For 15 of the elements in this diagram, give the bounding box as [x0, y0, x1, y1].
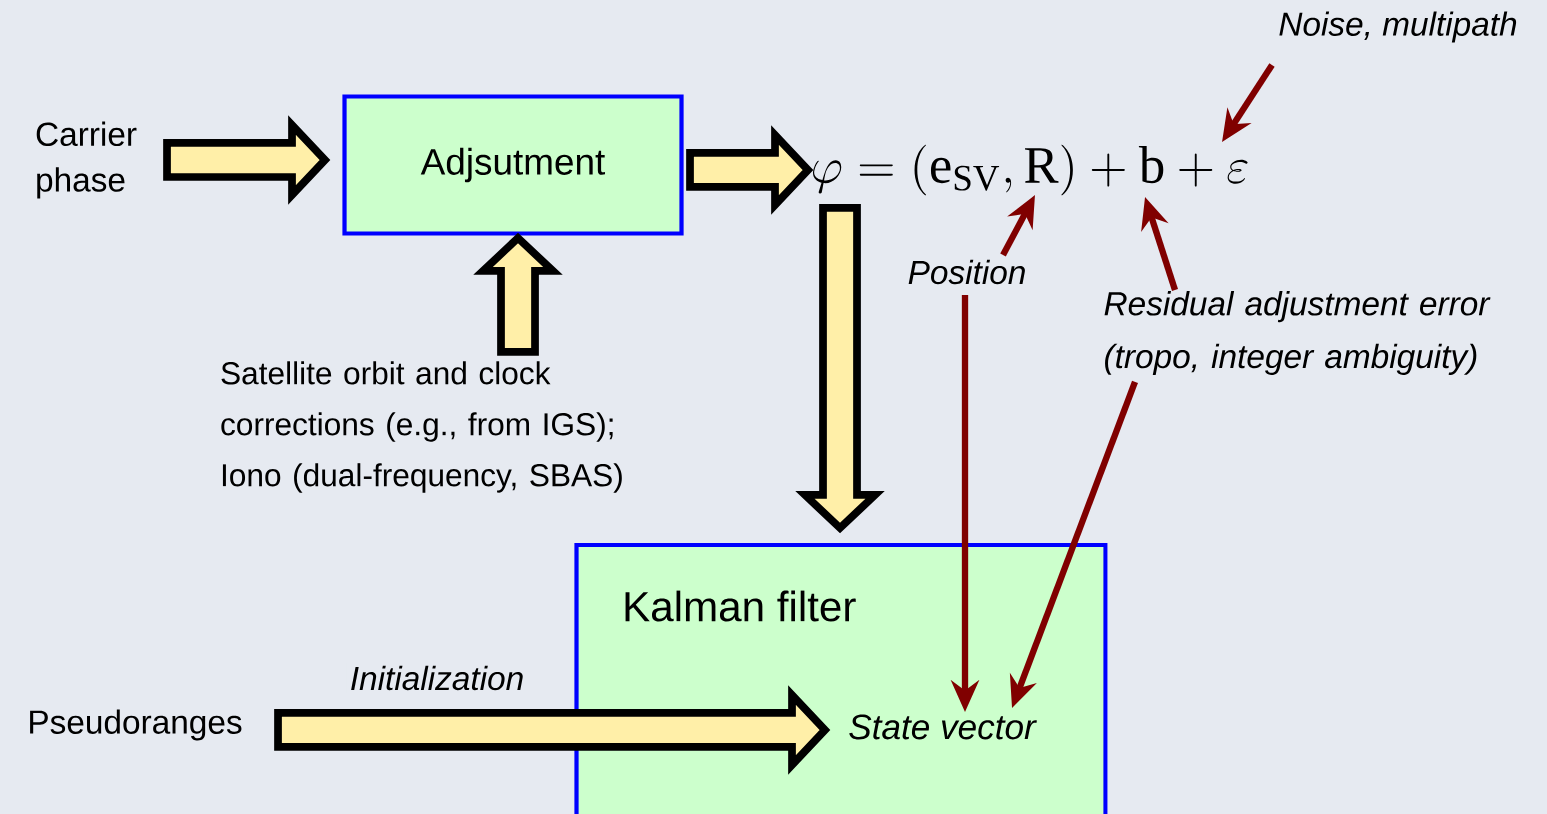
text-label: Pseudoranges — [30, 709, 242, 741]
text-label: Noise, multipath — [1279, 11, 1517, 43]
block-arrow — [473, 232, 563, 356]
edge-label: Initialization — [346, 662, 528, 694]
text-label: State vector — [849, 714, 1037, 740]
block-arrow — [274, 685, 831, 775]
process-box: Adjsutment — [342, 94, 684, 236]
text-label: Position — [908, 259, 1025, 285]
text-label: Carrier phase — [36, 121, 137, 199]
block-arrow — [795, 204, 885, 534]
text-label: Residual adjustment error (tropo, integer ambiguity) — [1104, 291, 1491, 375]
equation: $\varphi = \left(\mathrm{e}_{\mathrm{SV}},\mathrm{R}\right) + \mathrm{b} + \varepsilon$ — [813, 144, 1248, 196]
block-arrow — [686, 125, 814, 215]
text-label: Satellite orbit and clock corrections (e.g., from IGS); Iono (dual-frequency, SBAS) — [221, 361, 622, 493]
block-arrow — [163, 115, 331, 205]
